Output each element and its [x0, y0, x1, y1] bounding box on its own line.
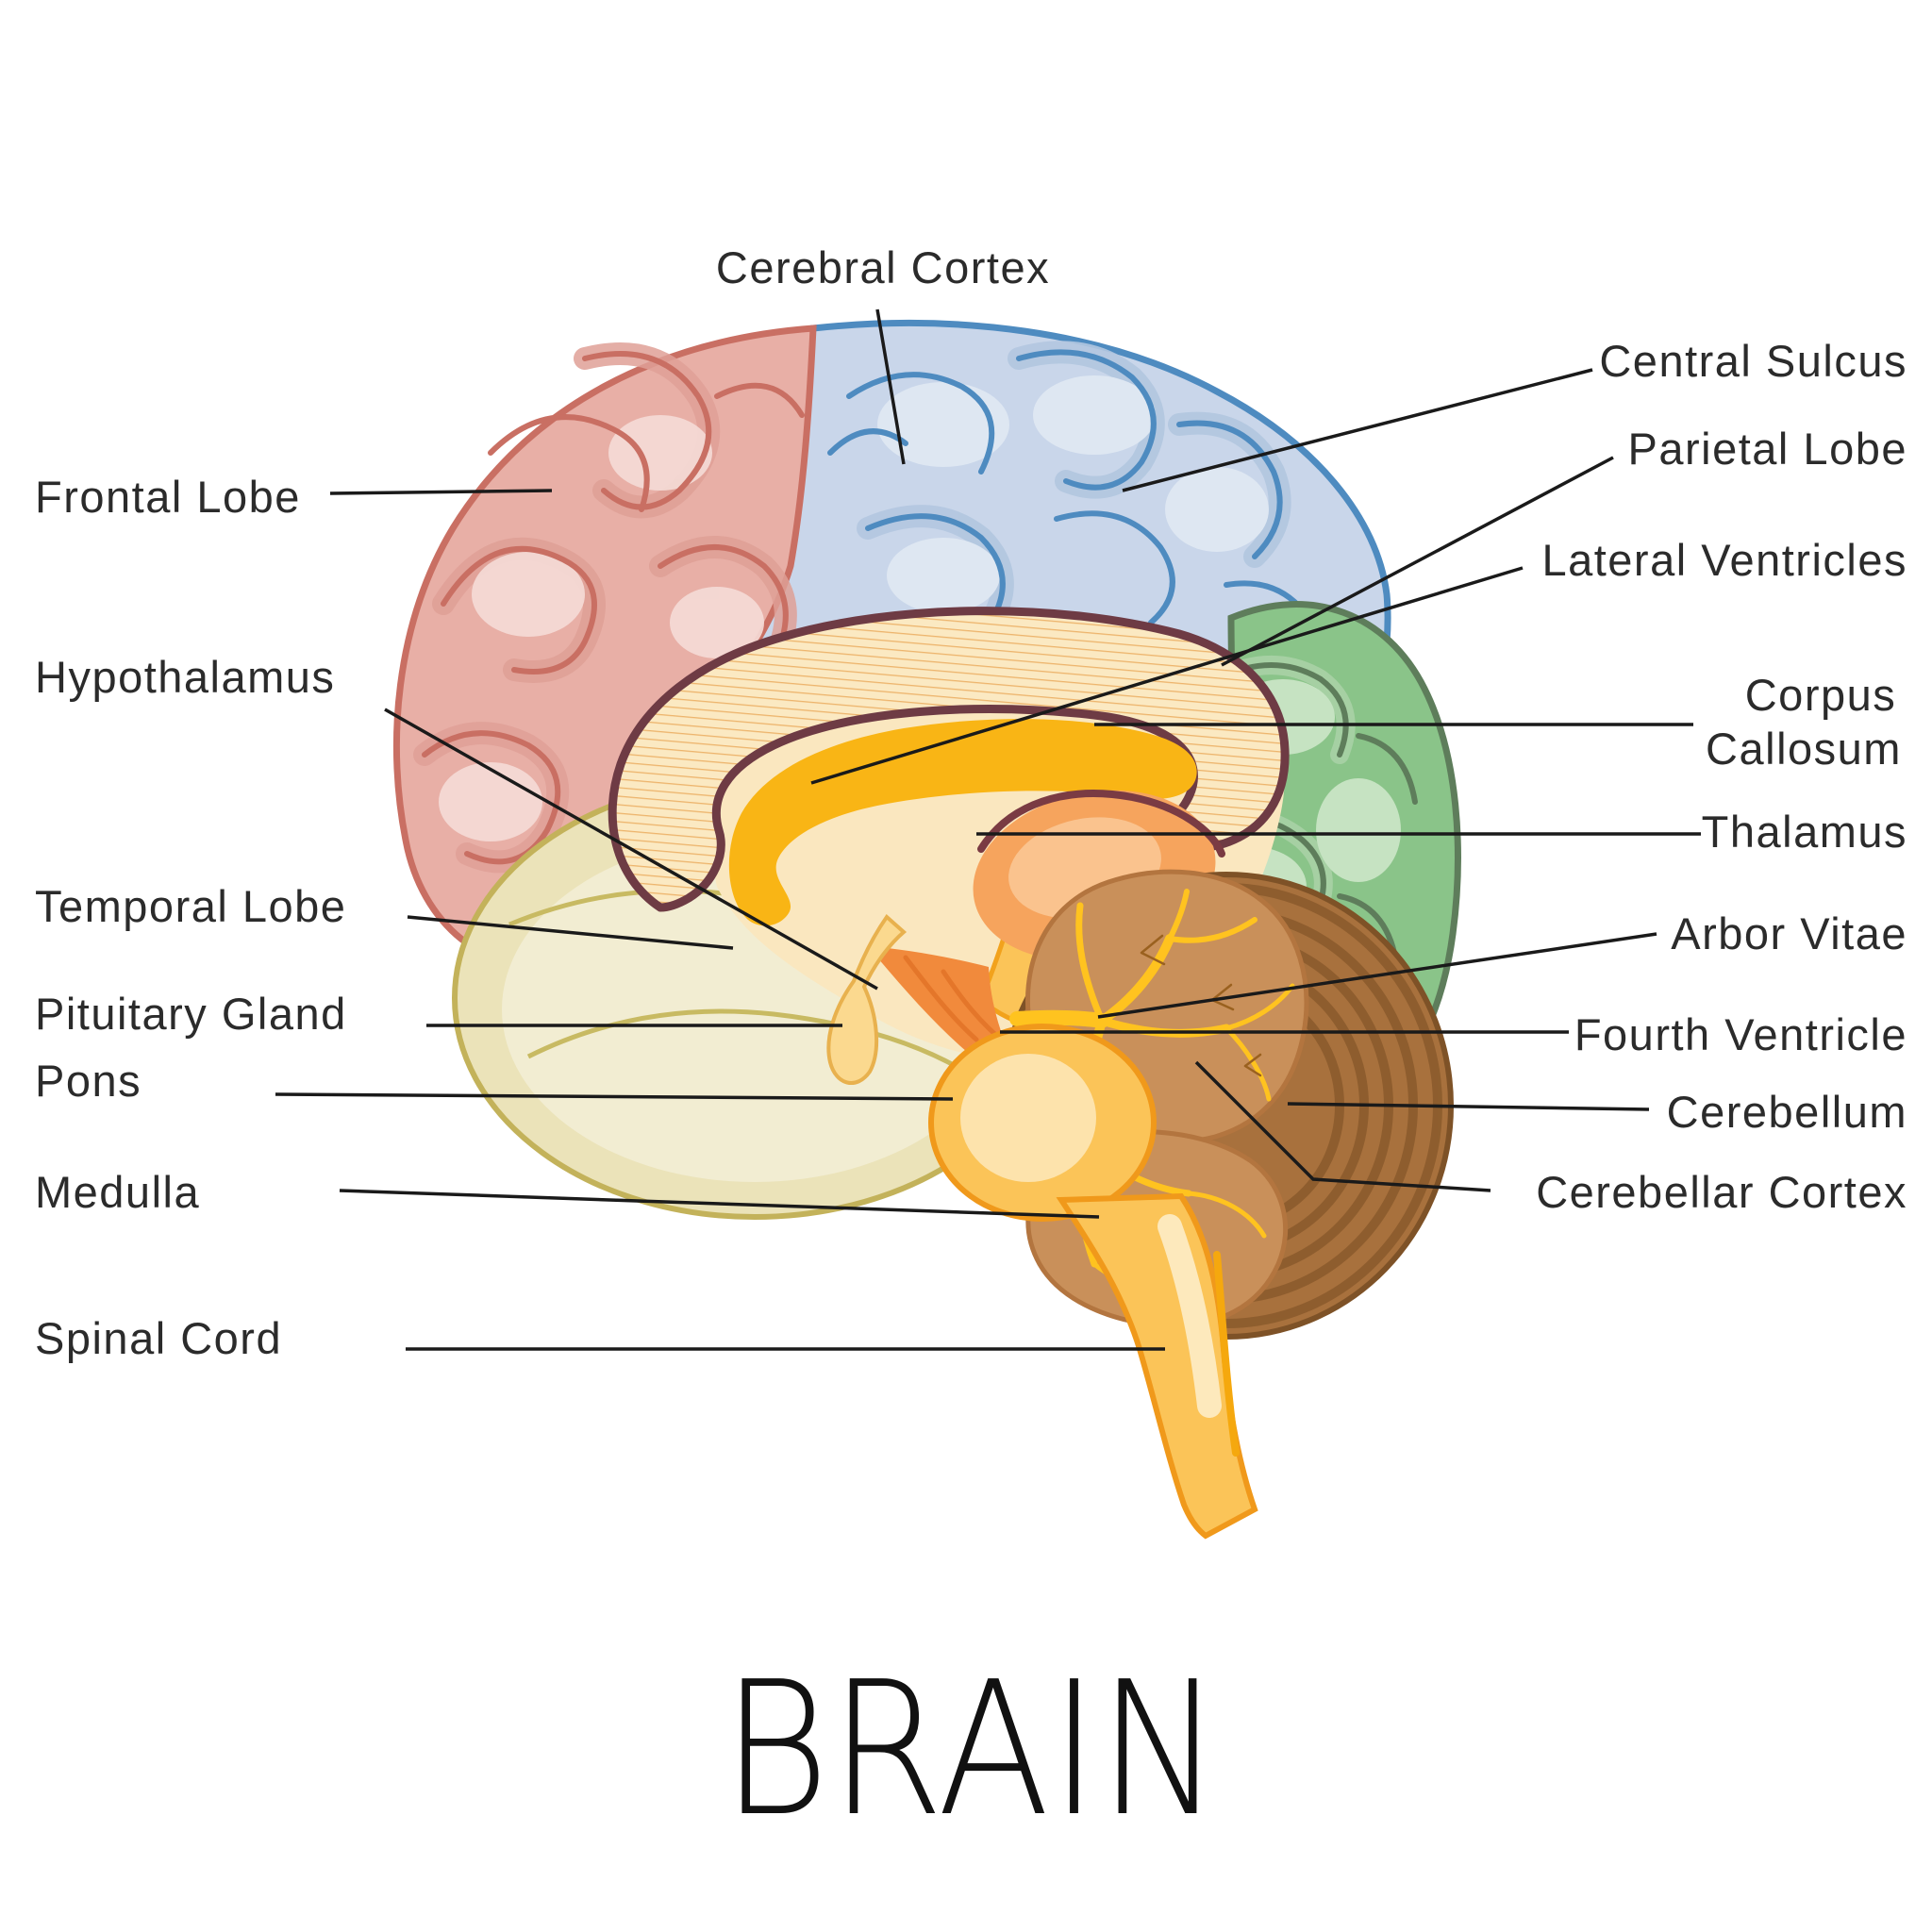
temporal-lobe-pointer-line: [407, 915, 734, 950]
label-frontal-lobe: Frontal Lobe: [35, 472, 301, 522]
pointer-lines: [275, 308, 1701, 1351]
label-pituitary-gland: Pituitary Gland: [35, 989, 347, 1039]
labels: Cerebral Cortex Frontal Lobe Hypothalamu…: [35, 242, 1907, 1363]
cerebral-cortex-pointer-line: [875, 308, 906, 465]
label-cerebral-cortex: Cerebral Cortex: [716, 242, 1050, 292]
frontal-lobe-region: [392, 325, 817, 974]
central-sulcus-pointer-line: [1122, 368, 1593, 492]
label-arbor-vitae: Arbor Vitae: [1671, 908, 1907, 958]
diagram-title: BRAIN: [722, 1642, 1222, 1857]
label-cerebellum: Cerebellum: [1667, 1087, 1907, 1137]
label-medulla: Medulla: [35, 1167, 200, 1217]
parietal-gyri-highlights: [877, 375, 1269, 613]
pituitary-gland-region: [826, 914, 908, 1085]
cerebellum-pointer-line: [1287, 1102, 1650, 1111]
label-parietal-lobe: Parietal Lobe: [1628, 424, 1907, 474]
medulla-pointer-line: [339, 1189, 1100, 1219]
label-spinal-cord: Spinal Cord: [35, 1313, 282, 1363]
label-thalamus: Thalamus: [1702, 807, 1907, 857]
cerebellar-cortex-pointer-line: [1194, 1060, 1491, 1192]
lateral-ventricles-pointer-line: [810, 566, 1524, 785]
label-fourth-ventricle: Fourth Ventricle: [1574, 1009, 1907, 1059]
frontal-gyri-highlights: [439, 415, 764, 841]
pons-pointer-line: [275, 1092, 954, 1101]
label-callosum: Callosum: [1706, 724, 1902, 774]
arbor-vitae-pointer-line: [1097, 932, 1657, 1019]
label-lateral-ventricles: Lateral Ventricles: [1541, 535, 1907, 585]
brainstem-region: [928, 1024, 1258, 1540]
label-temporal-lobe: Temporal Lobe: [35, 881, 346, 931]
parietal-lobe-pointer-line: [1221, 456, 1614, 667]
brain-illustration: [392, 320, 1461, 1540]
lateral-ventricle: [728, 719, 1197, 926]
label-corpus: Corpus: [1745, 670, 1897, 720]
label-central-sulcus: Central Sulcus: [1599, 336, 1907, 386]
hypothalamus-pointer-line: [384, 708, 878, 991]
label-pons: Pons: [35, 1056, 142, 1106]
frontal-lobe-pointer-line: [329, 489, 553, 495]
label-hypothalamus: Hypothalamus: [35, 652, 335, 702]
label-cerebellar-cortex: Cerebellar Cortex: [1536, 1167, 1907, 1217]
